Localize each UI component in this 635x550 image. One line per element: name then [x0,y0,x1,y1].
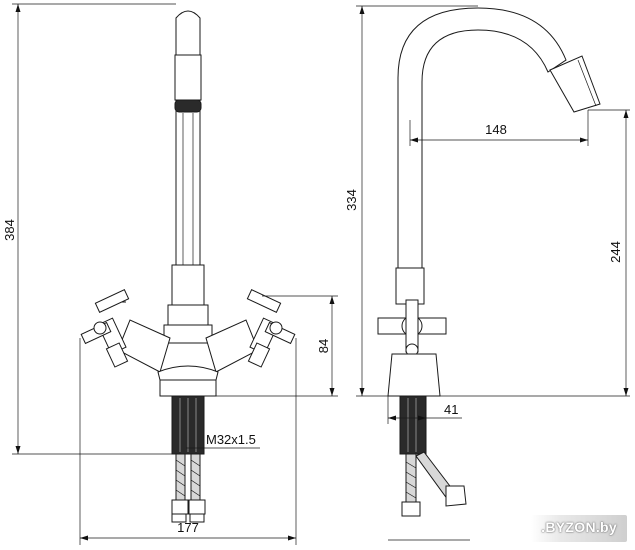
dimension-thread: M32x1.5 [206,432,256,447]
right-valve [205,289,296,373]
dimension-width: 177 [177,520,199,535]
front-spout-aerator [174,99,202,113]
front-dimensions: 384 84 M32x1.5 177 [2,3,338,545]
left-handle-cross [94,289,130,313]
side-spout-tube [397,7,567,269]
dimension-spout-reach: 148 [485,122,507,137]
side-base [387,353,441,397]
front-spout-collar [174,54,202,101]
watermark-badge: .BYZON.by [531,515,627,542]
front-view [80,10,296,523]
front-hoses [171,453,206,515]
dimension-shank-offset: 41 [444,402,458,417]
dimension-spout-clearance: 244 [608,241,623,263]
side-hoses [401,451,467,517]
side-dimensions: 334 148 244 41 [344,5,630,541]
side-threaded-shank [399,395,427,455]
dimension-body-height: 84 [316,339,331,353]
front-upper-body [171,264,205,311]
dimension-spout-height: 334 [344,189,359,211]
watermark-text: .BYZON.by [541,519,617,535]
front-spout-tube [175,10,201,266]
side-view [377,7,601,517]
right-handle-cross [246,289,282,313]
side-spout-tip [549,55,601,113]
left-valve [80,289,171,373]
dimension-total-height: 384 [2,219,17,241]
